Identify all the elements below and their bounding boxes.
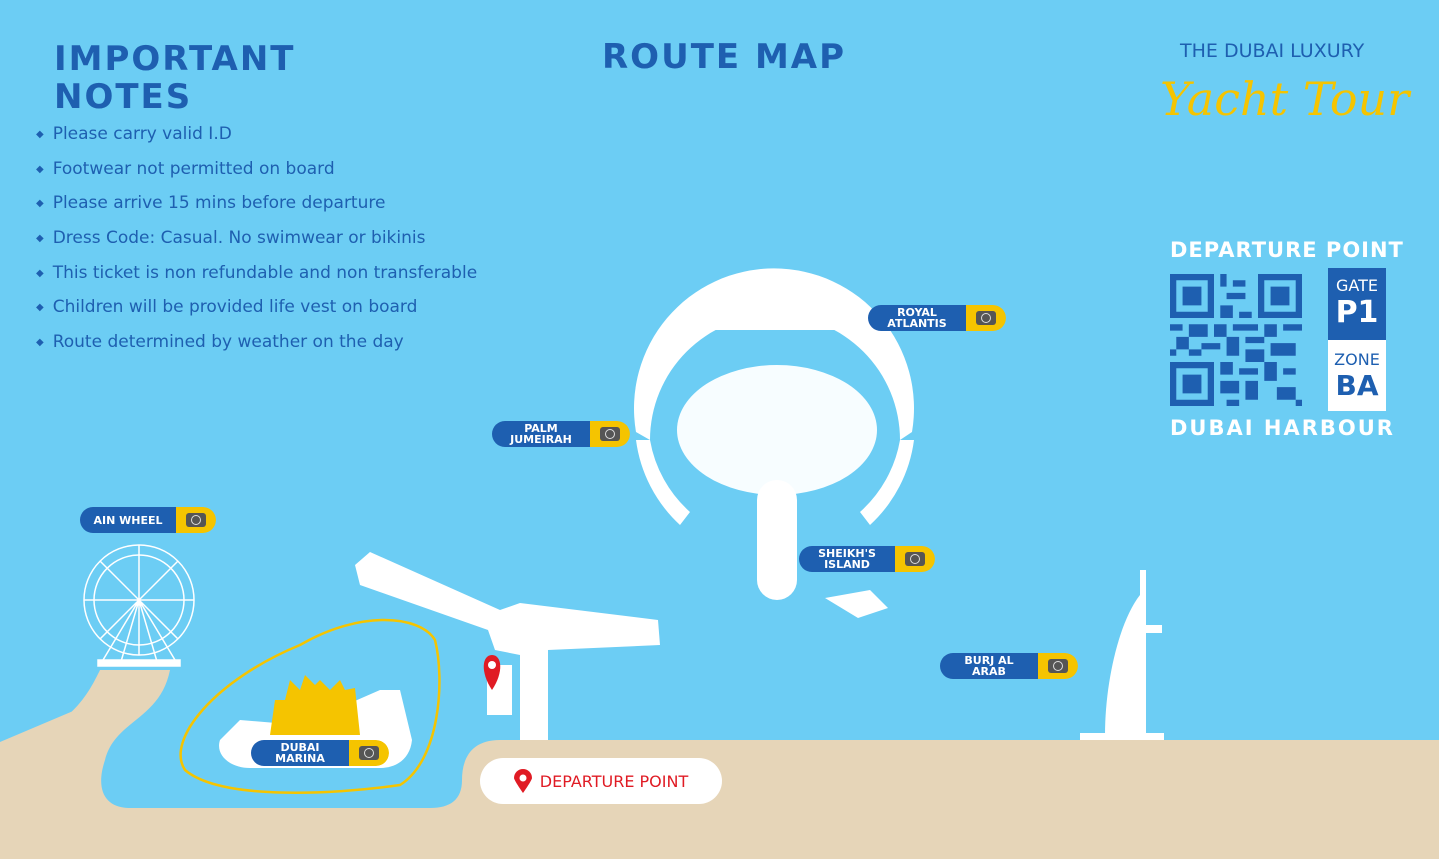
- notes-list: ◆ Please carry valid I.D ◆ Footwear not pe…: [36, 124, 477, 367]
- departure-point-label: DEPARTURE POINT: [539, 771, 689, 791]
- camera-icon: [600, 427, 620, 441]
- list-item: ◆ Dress Code: Casual. No swimwear or biki…: [36, 228, 477, 263]
- landmark-label: BURJ AL ARAB: [940, 653, 1038, 679]
- palm-jumeirah-icon: [633, 268, 914, 618]
- departure-point-button[interactable]: DEPARTURE POINT: [480, 758, 722, 804]
- gate-value: P1: [1335, 295, 1379, 330]
- camera-icon: [359, 746, 379, 760]
- note-text: Footwear not permitted on board: [52, 158, 335, 179]
- list-item: ◆ Footwear not permitted on board: [36, 159, 477, 194]
- landmark-label: SHEIKH'S ISLAND: [799, 546, 895, 572]
- bullet-icon: ◆: [36, 129, 44, 140]
- map-title: ROUTE MAP: [602, 37, 847, 77]
- list-item: ◆ Please arrive 15 mins before departure: [36, 193, 477, 228]
- gate-zone-card: GATE P1 ZONE BA: [1328, 268, 1386, 411]
- notes-title-line1: IMPORTANT: [54, 39, 296, 79]
- list-item: ◆ Please carry valid I.D: [36, 124, 477, 159]
- landmark-palm-jumeirah[interactable]: PALM JUMEIRAH: [492, 421, 630, 447]
- notes-title: IMPORTANT NOTES: [54, 40, 295, 116]
- landmark-label: DUBAI MARINA: [251, 740, 349, 766]
- route-line: [179, 618, 441, 794]
- gate-box: GATE P1: [1328, 268, 1386, 340]
- burj-al-arab-icon: [1080, 570, 1164, 740]
- landmark-label: ROYAL ATLANTIS: [868, 305, 966, 331]
- list-item: ◆ This ticket is non refundable and non t…: [36, 263, 477, 298]
- landmark-sheikhs-island[interactable]: SHEIKH'S ISLAND: [799, 546, 935, 572]
- camera-icon: [905, 552, 925, 566]
- brand-line1: THE DUBAI LUXURY: [1180, 40, 1365, 62]
- map-pin-icon: [483, 655, 501, 690]
- note-text: Please arrive 15 mins before departure: [52, 193, 386, 214]
- bullet-icon: ◆: [36, 337, 44, 349]
- bullet-icon: ◆: [36, 163, 44, 175]
- landmark-ain-wheel[interactable]: AIN WHEEL: [80, 507, 216, 533]
- notes-title-line2: NOTES: [54, 77, 193, 117]
- marina-skyline-icon: [270, 675, 360, 735]
- zone-value: BA: [1335, 369, 1379, 402]
- note-text: Please carry valid I.D: [52, 124, 232, 144]
- gate-label: GATE: [1336, 276, 1378, 295]
- bullet-icon: ◆: [36, 233, 44, 245]
- landmark-dubai-marina[interactable]: DUBAI MARINA: [251, 740, 389, 766]
- ain-wheel-icon: [83, 544, 195, 667]
- map-pin-icon: [513, 769, 532, 793]
- bullet-icon: ◆: [36, 198, 44, 210]
- landmark-label: AIN WHEEL: [80, 507, 176, 533]
- landmark-label: PALM JUMEIRAH: [492, 421, 590, 447]
- sand-coast: [0, 670, 1439, 859]
- landmark-royal-atlantis[interactable]: ROYAL ATLANTIS: [868, 305, 1006, 331]
- bullet-icon: ◆: [36, 302, 44, 314]
- note-text: This ticket is non refundable and non tr…: [52, 262, 478, 283]
- note-text: Route determined by weather on the day: [52, 332, 404, 353]
- bullet-icon: ◆: [36, 267, 44, 279]
- camera-icon: [1048, 659, 1068, 673]
- departure-card-title: DEPARTURE POINT: [1170, 238, 1404, 262]
- qr-code: [1170, 274, 1302, 406]
- list-item: ◆ Route determined by weather on the day: [36, 332, 477, 367]
- brand-script: Yacht Tour: [1160, 72, 1410, 126]
- landmark-burj-al-arab[interactable]: BURJ AL ARAB: [940, 653, 1078, 679]
- list-item: ◆ Children will be provided life vest on …: [36, 297, 477, 332]
- departure-location: DUBAI HARBOUR: [1170, 416, 1395, 440]
- camera-icon: [976, 311, 996, 325]
- camera-icon: [186, 513, 206, 527]
- zone-label: ZONE: [1334, 350, 1380, 369]
- zone-box: ZONE BA: [1328, 340, 1386, 411]
- note-text: Dress Code: Casual. No swimwear or bikin…: [52, 228, 426, 249]
- note-text: Children will be provided life vest on b…: [52, 297, 418, 318]
